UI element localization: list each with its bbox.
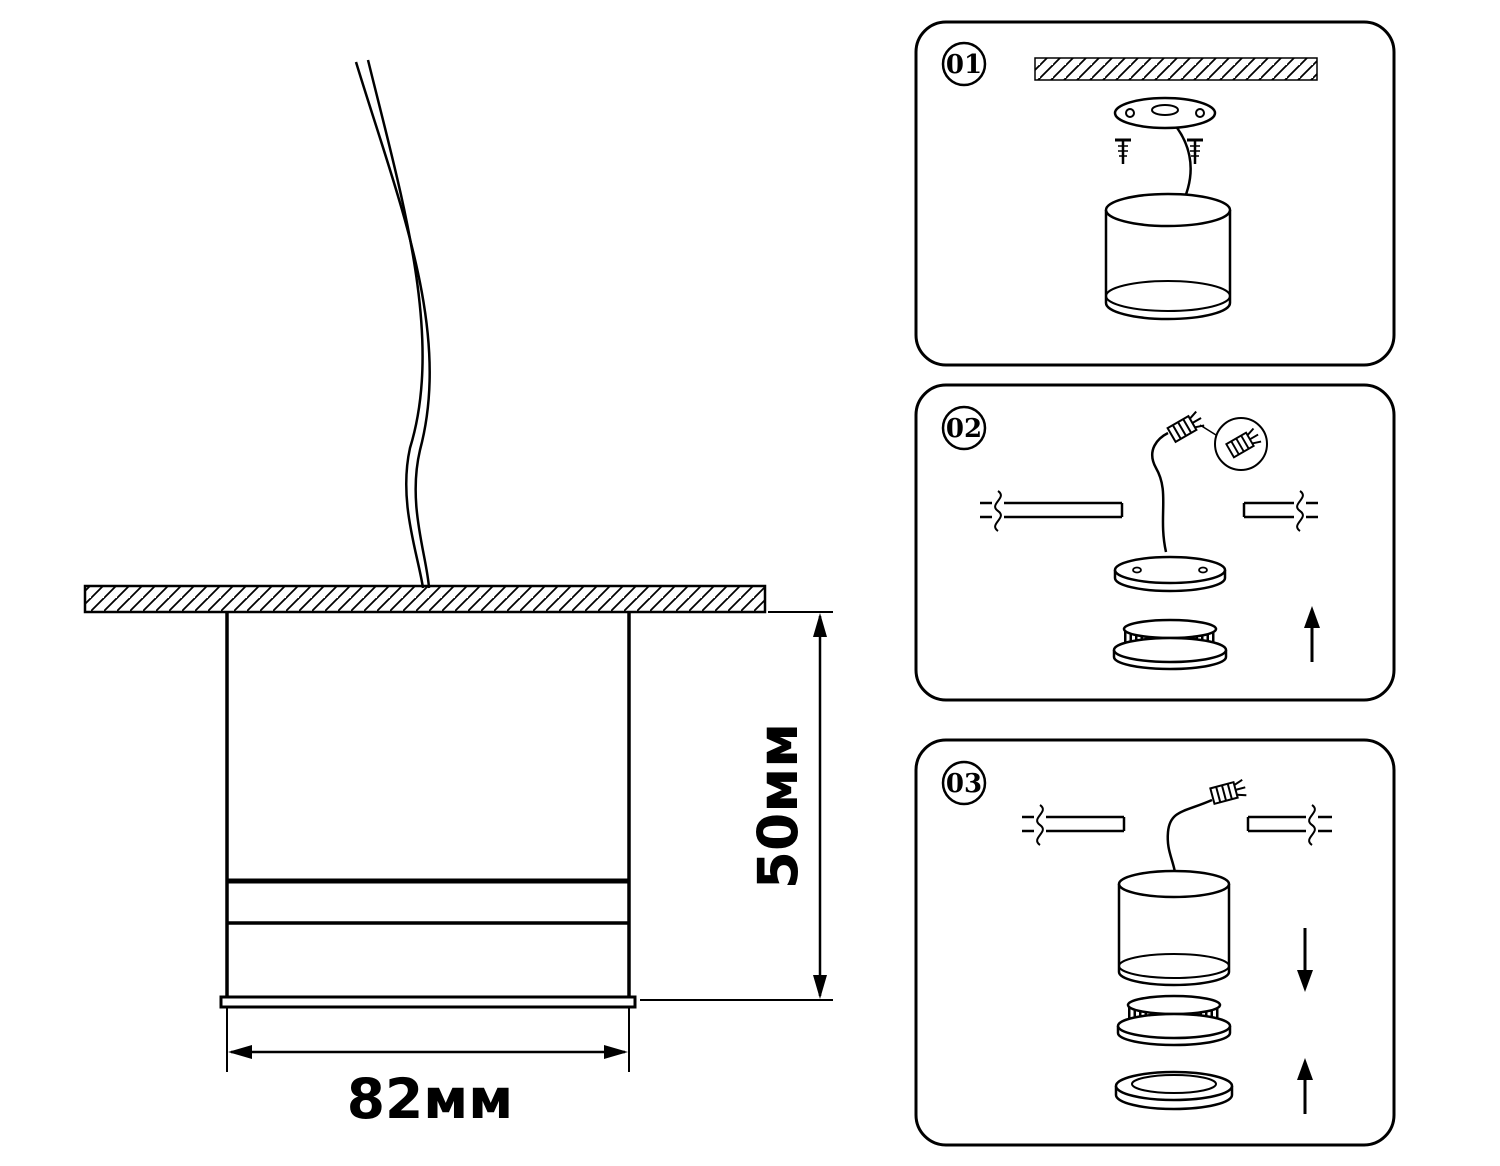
arrow-up-icon (1297, 1058, 1313, 1114)
step3-trim-ring (1114, 1070, 1234, 1111)
wire (354, 59, 431, 589)
step-panel-1: 01 (914, 20, 1396, 367)
wire-connector-icon (1209, 778, 1249, 805)
fixture-body (219, 612, 637, 1009)
ceiling-slab (83, 584, 767, 614)
step1-illustration (1034, 57, 1318, 321)
step1-badge: 01 (941, 41, 987, 87)
step3-number: 03 (946, 769, 982, 799)
screw-right-icon (1187, 138, 1203, 164)
step-panel-2: 02 (914, 383, 1396, 702)
height-dimension-label: 50мм (746, 723, 810, 889)
break-mark-left (1036, 804, 1044, 846)
step2-wire (1151, 431, 1169, 553)
step2-mounting-disc (1113, 555, 1227, 593)
wire-connector-icon (1166, 410, 1207, 443)
arrow-down-icon (1297, 928, 1313, 992)
step3-fixture-cylinder (1117, 869, 1231, 987)
mounting-plate (1113, 96, 1217, 130)
break-mark-right (1308, 804, 1316, 846)
step3-badge: 03 (941, 760, 987, 806)
step2-number: 02 (946, 414, 982, 444)
step1-number: 01 (946, 50, 982, 80)
step2-illustration (980, 410, 1320, 671)
step3-ceiling-section (1022, 804, 1332, 846)
step2-badge: 02 (941, 405, 987, 451)
break-mark-left (994, 490, 1002, 532)
step1-ceiling-hatch (1034, 57, 1318, 81)
step3-illustration (1022, 778, 1332, 1114)
step1-fixture-cylinder (1104, 192, 1232, 321)
step2-lens-module (1112, 618, 1228, 671)
screw-left-icon (1115, 138, 1131, 164)
break-mark-right (1296, 490, 1304, 532)
step3-wire (1166, 798, 1213, 885)
step-panel-3: 03 (914, 738, 1396, 1147)
arrow-up-icon (1304, 606, 1320, 662)
step2-ceiling-section (980, 490, 1318, 532)
height-dimension (640, 611, 833, 1001)
width-dimension (226, 1008, 630, 1072)
width-dimension-label: 82мм (347, 1067, 513, 1131)
connector-detail-callout (1199, 417, 1268, 471)
step3-lens-module (1116, 994, 1232, 1047)
fixture-dimension-drawing: 50мм 82мм (83, 59, 833, 1131)
